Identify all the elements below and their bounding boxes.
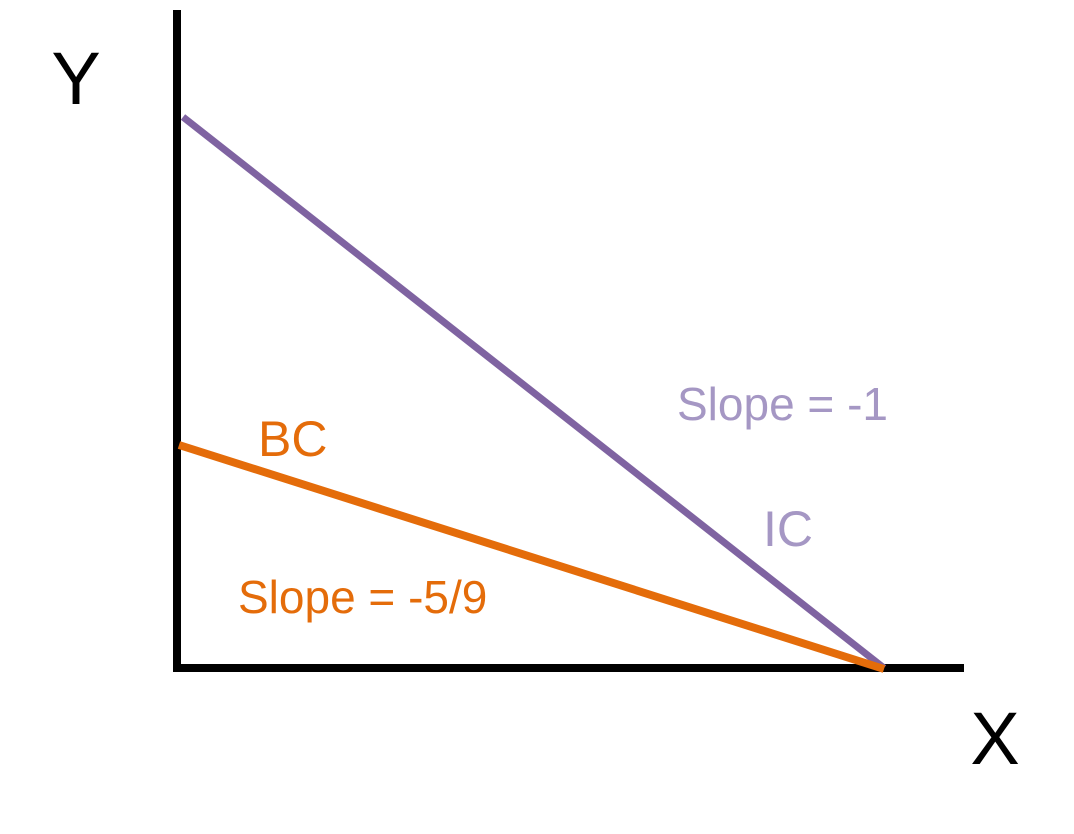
budget-constraint-line	[177, 441, 886, 673]
ic-slope-label: Slope = -1	[677, 378, 888, 430]
y-axis-label: Y	[51, 37, 100, 120]
bc-label: BC	[258, 411, 327, 467]
bc-slope-label: Slope = -5/9	[238, 571, 487, 623]
x-axis-label: X	[970, 697, 1019, 780]
ic-label: IC	[763, 501, 813, 557]
indifference-curve-line	[180, 114, 887, 671]
